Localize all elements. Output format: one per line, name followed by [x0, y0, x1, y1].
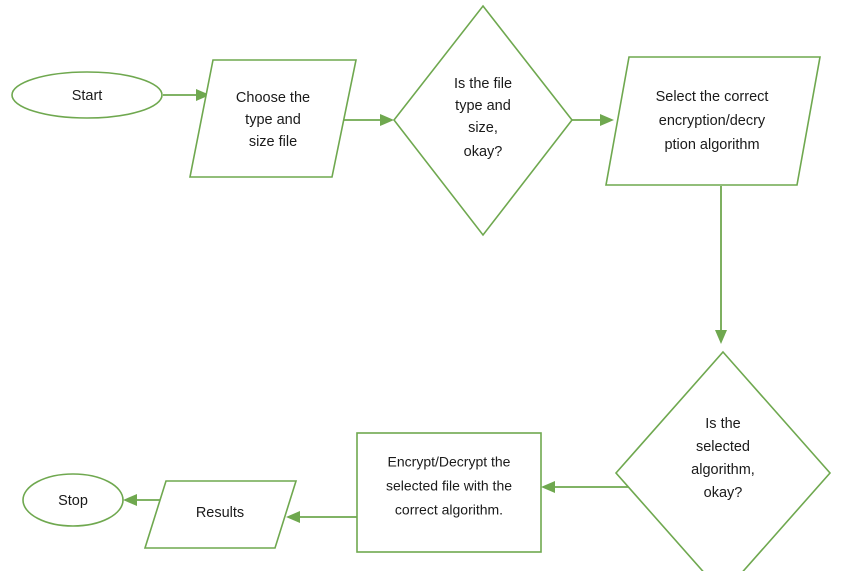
node-check-algorithm-line-2: selected	[696, 439, 750, 455]
node-choose-file-line-3: size file	[249, 134, 297, 150]
node-process-file-line-1: Encrypt/Decrypt the	[388, 454, 511, 470]
node-process-file-line-3: correct algorithm.	[395, 502, 503, 518]
node-check-algorithm[interactable]: Is the selected algorithm, okay?	[614, 350, 832, 571]
node-start-label: Start	[72, 88, 103, 104]
connector-select-algorithm-to-check-algorithm	[715, 186, 727, 344]
node-check-file-line-2: type and	[455, 98, 511, 114]
node-choose-file-line-1: Choose the	[236, 90, 310, 106]
node-select-algorithm-line-3: ption algorithm	[664, 137, 759, 153]
node-choose-file[interactable]: Choose the type and size file	[189, 59, 357, 178]
connector-start-to-choose	[163, 89, 210, 101]
node-process-file-line-2: selected file with the	[386, 478, 512, 494]
node-select-algorithm[interactable]: Select the correct encryption/decry ptio…	[605, 56, 821, 186]
connector-choose-to-check-file	[337, 114, 394, 126]
node-results-label: Results	[196, 505, 244, 521]
node-check-algorithm-line-3: algorithm,	[691, 462, 755, 478]
connector-process-to-results	[286, 511, 357, 523]
node-check-algorithm-line-1: Is the	[705, 416, 740, 432]
node-check-algorithm-line-4: okay?	[704, 485, 743, 501]
node-start[interactable]: Start	[11, 71, 163, 119]
node-stop[interactable]: Stop	[22, 473, 124, 527]
node-stop-label: Stop	[58, 493, 88, 509]
node-check-file-line-4: okay?	[464, 144, 503, 160]
node-check-file[interactable]: Is the file type and size, okay?	[392, 4, 574, 237]
node-check-file-line-3: size,	[468, 120, 498, 136]
connector-check-file-to-select-algorithm	[572, 114, 614, 126]
node-select-algorithm-line-2: encryption/decry	[659, 113, 766, 129]
node-check-file-line-1: Is the file	[454, 76, 512, 92]
node-process-file[interactable]: Encrypt/Decrypt the selected file with t…	[356, 432, 542, 553]
node-results[interactable]: Results	[143, 480, 298, 549]
node-select-algorithm-line-1: Select the correct	[656, 89, 769, 105]
node-choose-file-line-2: type and	[245, 112, 301, 128]
